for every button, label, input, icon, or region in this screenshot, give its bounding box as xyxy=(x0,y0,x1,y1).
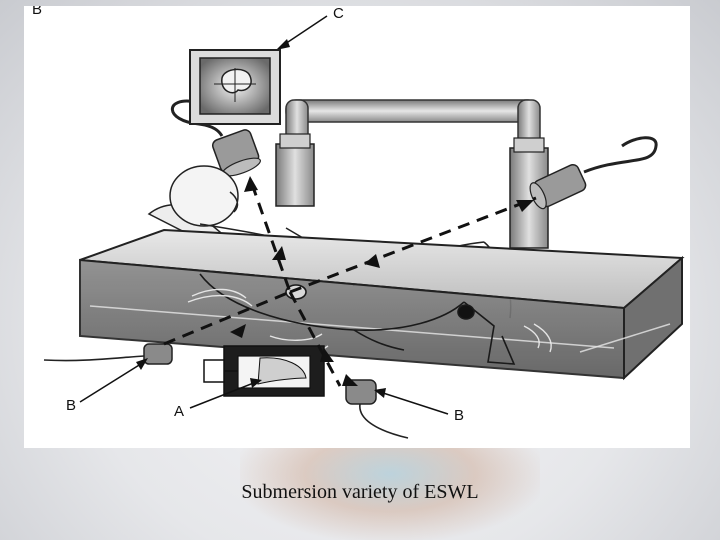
pointer-b-left xyxy=(79,361,145,403)
monitor xyxy=(189,49,281,125)
pointer-a xyxy=(189,381,257,409)
beam-arrowheads xyxy=(230,176,534,386)
beam-paths xyxy=(163,183,537,387)
xray-tube-right xyxy=(529,163,587,210)
kidney-icon xyxy=(221,68,252,94)
arrow-c xyxy=(281,15,328,47)
arrowhead-b-left xyxy=(136,358,148,370)
shockwave-source xyxy=(203,345,325,397)
arrowhead-a xyxy=(250,378,262,388)
gantry-arch xyxy=(285,99,541,161)
label-b-top: B xyxy=(32,6,42,18)
eswl-illustration: B C xyxy=(24,6,690,448)
label-a: A xyxy=(174,403,184,420)
eswl-diagram-svg: B C xyxy=(32,6,685,439)
label-c: C xyxy=(333,6,344,22)
arrowhead-c xyxy=(276,39,290,50)
probe-right xyxy=(345,379,409,439)
pointer-b-right xyxy=(379,391,449,415)
label-b-left: B xyxy=(66,397,76,414)
probe-left xyxy=(43,343,173,365)
background-glow xyxy=(240,430,540,540)
left-column xyxy=(275,133,315,207)
label-b-right: B xyxy=(454,407,464,424)
xray-tube-left xyxy=(211,129,261,177)
slide-caption: Submersion variety of ESWL xyxy=(241,481,479,503)
arrowhead-b-right xyxy=(374,388,386,398)
right-cable xyxy=(583,136,658,174)
